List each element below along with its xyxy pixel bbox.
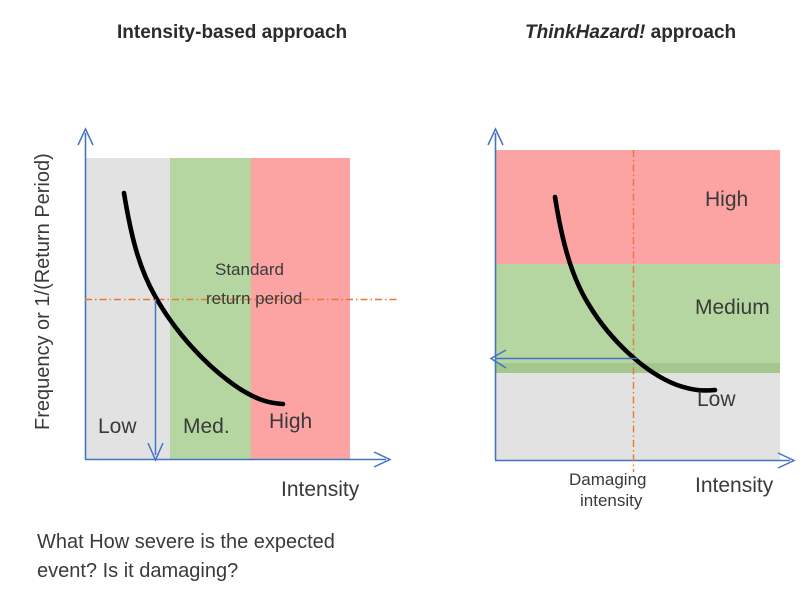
x-axis-label-left: Intensity [281, 478, 360, 501]
panel-title-thinkhazard-rest: approach [645, 22, 737, 43]
damaging-intensity-label-line2: intensity [580, 491, 643, 510]
x-axis-arrowhead-left [373, 451, 392, 468]
y-axis-arrowhead-left [77, 127, 94, 146]
standard-return-period-label-line2: return period [206, 289, 303, 308]
band-low-right [495, 373, 780, 460]
panel-title-thinkhazard-emphasis: ThinkHazard! [525, 22, 646, 43]
band-label-med-left: Med. [183, 415, 230, 438]
panel-intensity-based: Intensity-based approach Frequency or 1/… [32, 22, 398, 582]
x-axis-arrowhead-right [777, 452, 796, 469]
standard-return-period-label-line1: Standard [215, 260, 284, 279]
band-low-left [85, 158, 170, 459]
panel-title-intensity-based: Intensity-based approach [117, 22, 348, 43]
x-axis-label-right: Intensity [695, 474, 774, 497]
y-axis-label-left: Frequency or 1/(Return Period) [32, 153, 54, 430]
band-medium-lower-strip-right [495, 363, 780, 373]
damaging-intensity-label-line1: Damaging [569, 470, 647, 489]
band-label-medium-right: Medium [695, 296, 770, 319]
y-axis-arrowhead-right [487, 127, 504, 146]
band-label-high-left: High [269, 410, 313, 433]
band-label-low-right: Low [697, 388, 736, 411]
panel-thinkhazard: ThinkHazard! approach Frequency or 1/(Re… [405, 0, 810, 614]
band-label-low-left: Low [98, 415, 137, 438]
caption-intensity-based: What How severe is the expected event? I… [37, 531, 335, 582]
band-label-high-right: High [705, 188, 749, 211]
panel-title-thinkhazard: ThinkHazard! approach [525, 20, 795, 46]
